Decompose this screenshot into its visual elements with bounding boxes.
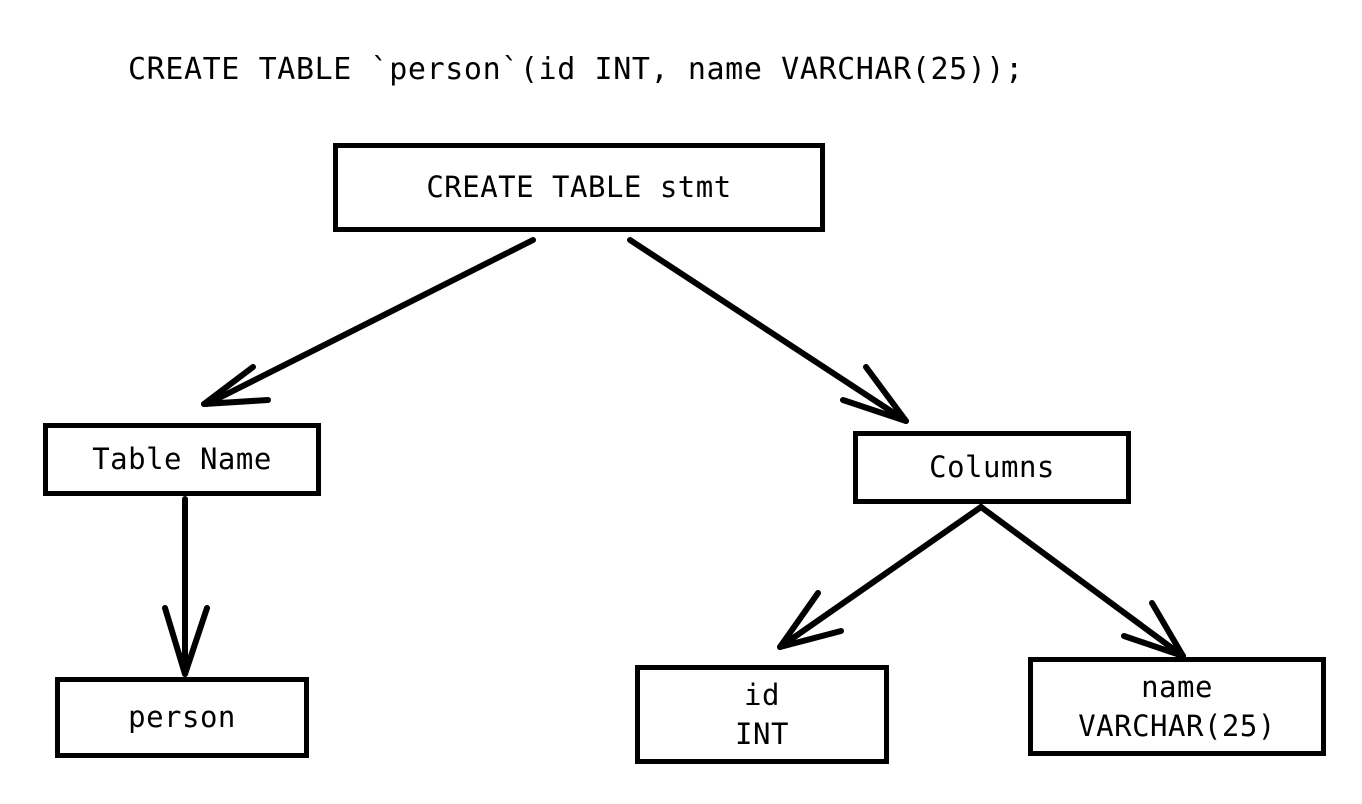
node-column-id[interactable]: id INT — [635, 665, 889, 764]
node-table-name[interactable]: Table Name — [43, 423, 321, 496]
edge-table-name-to-person — [162, 496, 210, 677]
node-label-name: id — [744, 677, 780, 712]
node-label-type: VARCHAR(25) — [1078, 708, 1276, 743]
node-column-name[interactable]: name VARCHAR(25) — [1028, 657, 1326, 756]
node-label-type: INT — [735, 716, 789, 751]
edge-columns-to-col-name — [978, 504, 1186, 659]
node-label: Columns — [929, 450, 1055, 484]
edge-root-to-columns — [627, 237, 909, 424]
node-create-table-stmt[interactable]: CREATE TABLE stmt — [333, 143, 825, 232]
sql-statement-caption: CREATE TABLE `person`(id INT, name VARCH… — [128, 52, 1024, 87]
node-columns[interactable]: Columns — [853, 431, 1131, 504]
node-label: Table Name — [92, 442, 272, 476]
node-label: person — [128, 700, 236, 734]
node-label: CREATE TABLE stmt — [426, 170, 732, 204]
edge-root-to-table-name — [201, 237, 536, 407]
node-person[interactable]: person — [55, 677, 309, 758]
edge-columns-to-col-id — [777, 504, 984, 650]
node-label-name: name — [1141, 669, 1213, 704]
